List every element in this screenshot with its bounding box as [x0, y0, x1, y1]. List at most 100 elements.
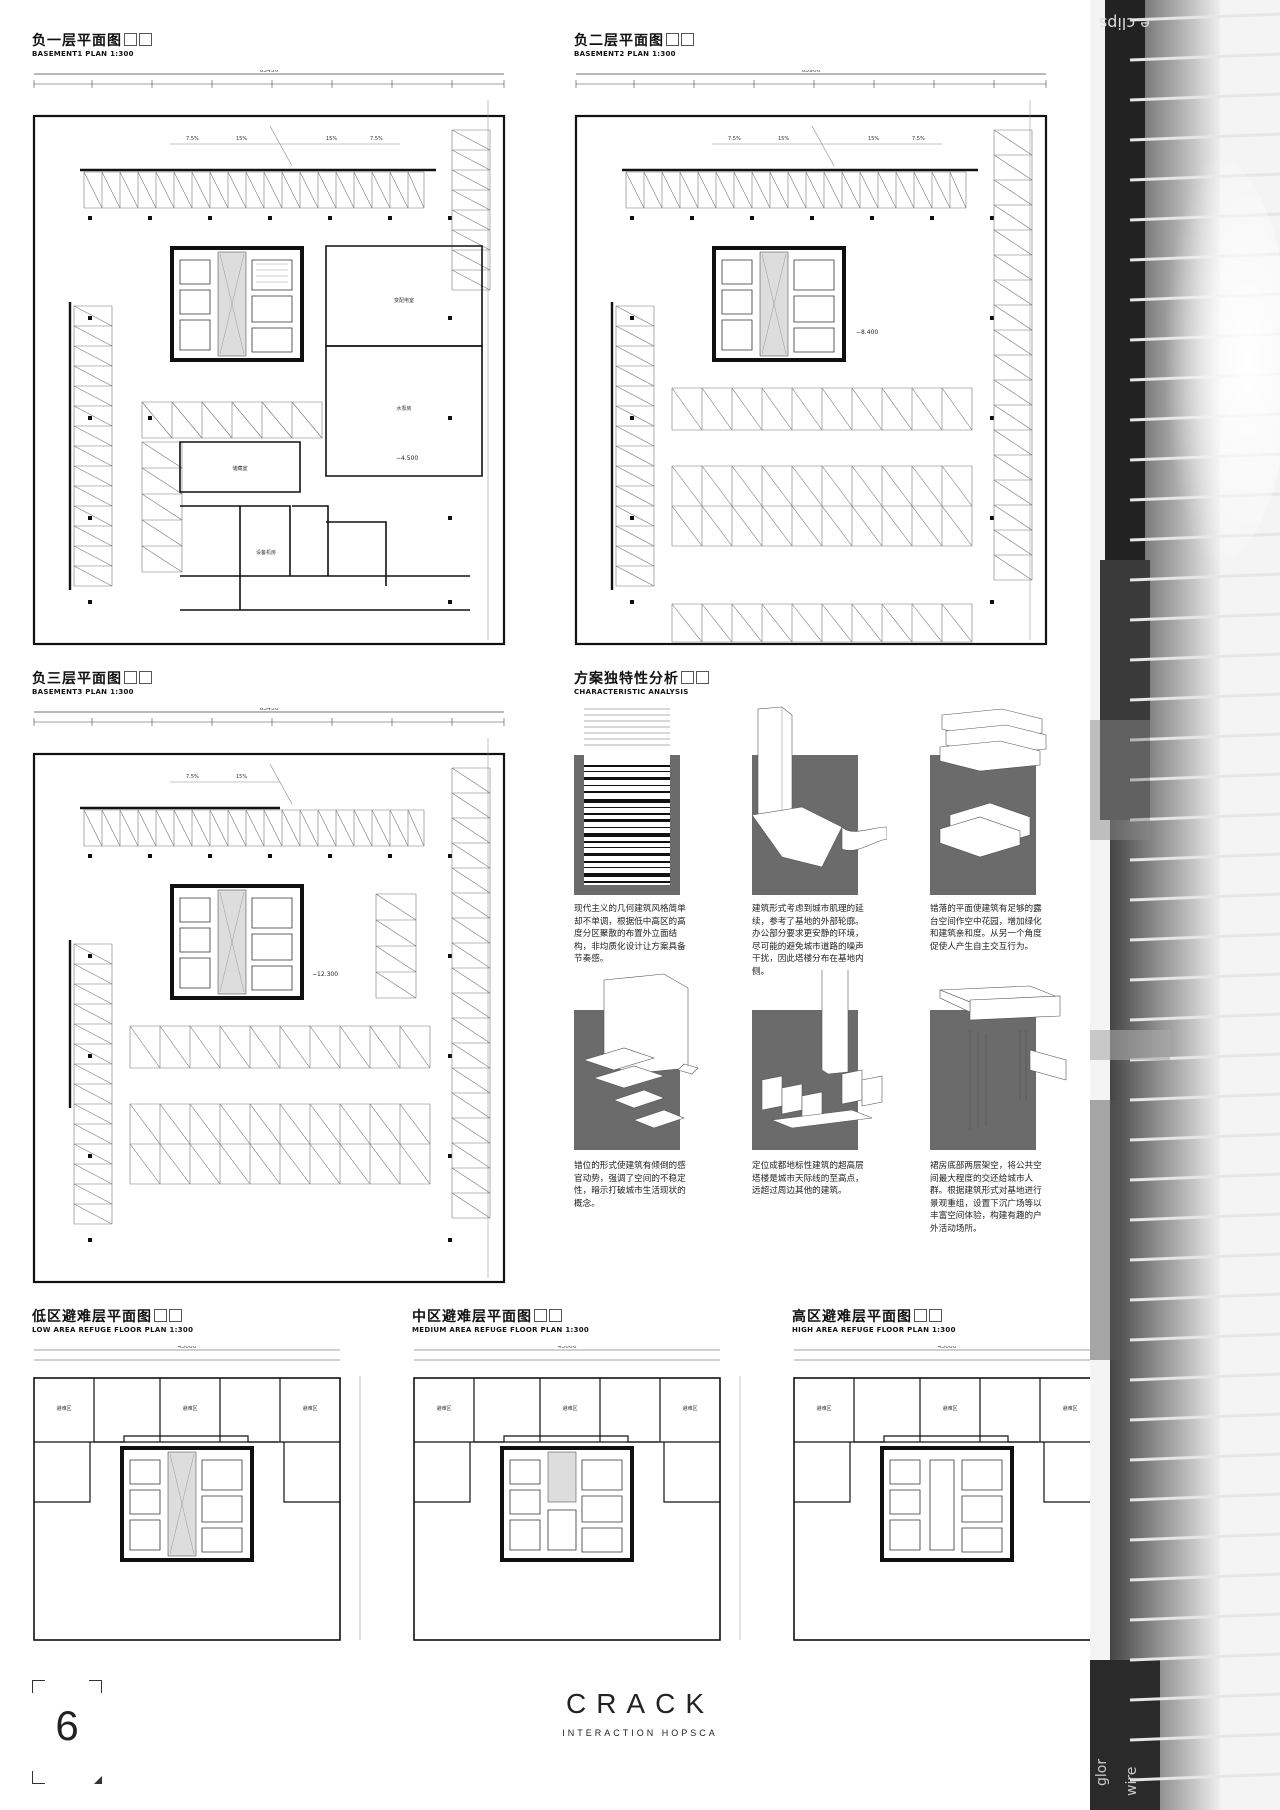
b3-parking-right [451, 767, 491, 1219]
high-refuge-3: 避难区 [1062, 1405, 1077, 1412]
b2-columns [630, 216, 994, 604]
plan-mid-subtitle: MEDIUM AREA REFUGE FLOOR PLAN 1:300 [412, 1326, 590, 1334]
plan-mid-title: 中区避难层平面图 [412, 1309, 532, 1325]
b2-total-dim: 63900 [801, 70, 820, 74]
analysis-title: 方案独特性分析 [574, 671, 679, 687]
mid-refuge-1: 避难区 [436, 1405, 451, 1412]
plan-b2-heading: 负二层平面图 BASEMENT2 PLAN 1:300 [574, 30, 694, 58]
b1-ramp-3: 15% [326, 136, 337, 142]
page-number: 6 [55, 1702, 79, 1749]
b1-columns [88, 216, 452, 604]
plan-high-heading: 高区避难层平面图 HIGH AREA REFUGE FLOOR PLAN 1:3… [792, 1306, 956, 1334]
analysis-diagram-2 [752, 706, 887, 895]
b2-parking-left [615, 305, 655, 587]
plan-b2-subtitle: BASEMENT2 PLAN 1:300 [574, 50, 676, 58]
analysis-heading: 方案独特性分析 CHARACTERISTIC ANALYSIS [574, 668, 709, 696]
b1-parking-mid [141, 401, 323, 573]
analysis-diagram-4 [574, 973, 699, 1150]
b1-parking-top [83, 171, 425, 209]
b2-core [712, 246, 846, 362]
footer-brand-block: CRACK INTERACTION HOPSCA [540, 1688, 740, 1738]
plan-b2-drawing: 63900 7.5% 15% 15% 7.5% [574, 70, 1048, 646]
analysis-text-4: 错位的形式使建筑有倾倒的感官动势，强调了空间的不稳定性，暗示打破城市生活现状的概… [574, 1161, 686, 1209]
b1-parking-left [73, 305, 113, 587]
b2-parking-mid [671, 387, 973, 643]
analysis-diagram-3 [930, 708, 1047, 895]
analysis-panel: 现代主义的几何建筑风格简单却不单调，根据低中高区的高度分区聚散的布置外立面结构，… [574, 705, 1074, 1305]
mid-refuge-3: 避难区 [682, 1405, 697, 1412]
b3-total-dim: 63450 [259, 708, 278, 712]
b3-ramp-1: 7.5% [186, 774, 199, 780]
plan-b3-drawing: 63450 7.5% 15% −12.300 [32, 708, 506, 1284]
b3-ramp-2: 15% [236, 774, 247, 780]
mid-total-dim: 43000 [557, 1346, 576, 1350]
plan-high-title: 高区避难层平面图 [792, 1309, 912, 1325]
plan-b3-subtitle: BASEMENT3 PLAN 1:300 [32, 688, 134, 696]
plan-low-subtitle: LOW AREA REFUGE FLOOR PLAN 1:300 [32, 1326, 194, 1334]
analysis-text-3: 错落的平面使建筑有足够的露台空间作空中花园，增加绿化和建筑亲和度。从另一个角度促… [930, 904, 1042, 952]
plan-b1-subtitle: BASEMENT1 PLAN 1:300 [32, 50, 134, 58]
b1-parking-right [451, 129, 491, 291]
b1-ramp-1: 7.5% [186, 136, 199, 142]
page-number-frame: 6 [32, 1680, 102, 1784]
photo-sign-3: wire [1124, 1767, 1140, 1796]
plan-low-title: 低区避难层平面图 [32, 1309, 152, 1325]
low-core [120, 1446, 254, 1562]
b1-ramp-2: 15% [236, 136, 247, 142]
plan-b1-drawing: 63450 变配电室 水泵房 储藏室 设备机房 [32, 70, 506, 646]
mid-core [500, 1446, 634, 1562]
photo-sign-1: e clips [1099, 14, 1150, 33]
analysis-diagram-1 [574, 708, 680, 895]
footer-brand: CRACK [565, 1688, 714, 1719]
b3-parking-top [83, 809, 425, 847]
analysis-text-1: 现代主义的几何建筑风格简单却不单调，根据低中高区的高度分区聚散的布置外立面结构，… [574, 904, 686, 965]
plan-high-subtitle: HIGH AREA REFUGE FLOOR PLAN 1:300 [792, 1326, 956, 1334]
high-refuge-1: 避难区 [816, 1405, 831, 1412]
high-core [880, 1446, 1014, 1562]
analysis-diagram-6 [930, 985, 1067, 1150]
analysis-diagram-5 [752, 970, 883, 1150]
b1-room-a: 变配电室 [394, 297, 414, 304]
b3-parking-left [73, 943, 113, 1225]
b1-core [170, 246, 304, 362]
plan-mid-heading: 中区避难层平面图 MEDIUM AREA REFUGE FLOOR PLAN 1… [412, 1306, 589, 1334]
plan-b3-heading: 负三层平面图 BASEMENT3 PLAN 1:300 [32, 668, 152, 696]
b2-ramp-3: 15% [868, 136, 879, 142]
plan-b2-title: 负二层平面图 [574, 33, 664, 49]
b1-total-dim: 63450 [259, 70, 278, 74]
b2-ramp-1: 7.5% [728, 136, 741, 142]
footer-tagline: INTERACTION HOPSCA [562, 1728, 718, 1738]
b2-parking-top [625, 171, 967, 209]
b3-parking-mid [129, 893, 431, 1185]
analysis-text-5: 定位成都地标性建筑的超高层塔楼是城市天际线的至高点，远超过周边其他的建筑。 [752, 1161, 864, 1197]
plan-mid-drawing: 43000 避难区 避难区 避难区 [413, 1346, 741, 1641]
b2-parking-right [993, 129, 1033, 581]
low-refuge-1: 避难区 [56, 1405, 71, 1412]
plan-low-drawing: 43000 避难区 避难区 避难区 [33, 1346, 361, 1641]
mid-refuge-2: 避难区 [562, 1405, 577, 1412]
b3-columns [88, 854, 452, 1242]
b1-room-b: 水泵房 [396, 405, 411, 412]
plan-high-drawing: 43000 避难区 避难区 避难区 [793, 1346, 1121, 1641]
b1-room-c: 储藏室 [232, 465, 247, 472]
analysis-text-2: 建筑形式考虑到城市肌理的延续，参考了基地的外部轮廓。办公部分要求更安静的环境，尽… [752, 904, 864, 977]
plan-b3-title: 负三层平面图 [32, 671, 122, 687]
analysis-subtitle: CHARACTERISTIC ANALYSIS [574, 688, 689, 696]
b2-ramp-4: 7.5% [912, 136, 925, 142]
low-total-dim: 43000 [177, 1346, 196, 1350]
plan-low-heading: 低区避难层平面图 LOW AREA REFUGE FLOOR PLAN 1:30… [32, 1306, 193, 1334]
b1-level: −4.500 [396, 455, 418, 462]
b1-ramp-4: 7.5% [370, 136, 383, 142]
b3-core [170, 884, 304, 1000]
low-refuge-2: 避难区 [182, 1405, 197, 1412]
tower-collage-image: e clips glor wire [1090, 0, 1280, 1810]
b2-level: −8.400 [856, 329, 878, 336]
photo-sign-2: glor [1094, 1759, 1110, 1786]
high-total-dim: 43000 [937, 1346, 956, 1350]
b1-rooms [179, 245, 483, 611]
high-refuge-2: 避难区 [942, 1405, 957, 1412]
b1-room-d: 设备机房 [256, 549, 276, 556]
plan-b1-title: 负一层平面图 [32, 33, 122, 49]
plan-b1-heading: 负一层平面图 BASEMENT1 PLAN 1:300 [32, 30, 152, 58]
b2-ramp-2: 15% [778, 136, 789, 142]
